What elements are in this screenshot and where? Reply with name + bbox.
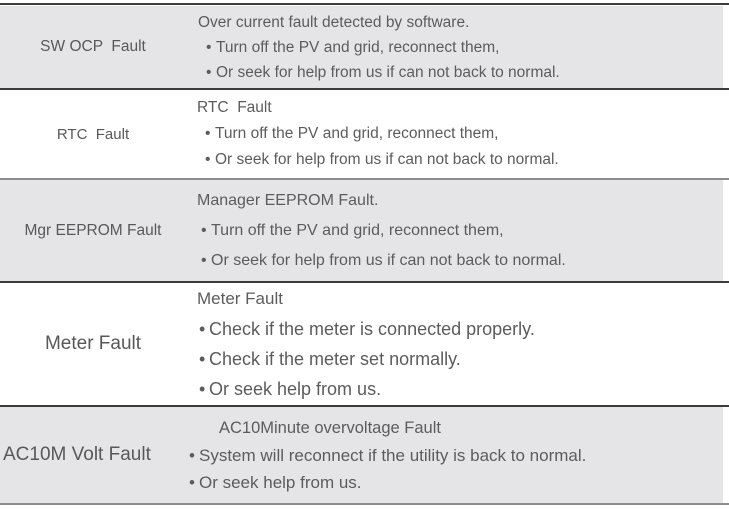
fault-name-cell: AC10M Volt Fault (3, 444, 151, 465)
bullet-dot-icon: • (201, 251, 207, 269)
row-divider (0, 405, 729, 407)
fault-name-cell: RTC Fault (56, 125, 130, 143)
fault-description-cell: Over current fault detected by software.… (186, 6, 729, 88)
table-bottom-rule (0, 503, 729, 505)
row-background (0, 6, 723, 88)
fault-bullet: • Or seek for help from us if can not ba… (201, 246, 729, 276)
bullet-dot-icon: • (199, 349, 206, 369)
row-background (0, 283, 723, 405)
table-row: SW OCP Fault Over current fault detected… (0, 6, 729, 88)
row-background (0, 180, 723, 281)
row-divider (0, 281, 729, 283)
fault-description-cell: RTC Fault • Turn off the PV and grid, re… (186, 90, 729, 178)
fault-heading: Meter Fault (197, 289, 283, 308)
fault-bullet: • Or seek help from us. (199, 374, 729, 404)
fault-description-cell: Meter Fault • Check if the meter is conn… (186, 283, 729, 405)
fault-description-cell: AC10Minute overvoltage Fault • System wi… (186, 407, 729, 503)
fault-bullet: • Or seek for help from us if can not ba… (205, 147, 729, 173)
bullet-dot-icon: • (206, 38, 212, 56)
table-row: Meter Fault Meter Fault • Check if the m… (0, 283, 729, 405)
row-divider (0, 178, 729, 180)
bullet-dot-icon: • (189, 472, 195, 492)
fault-heading: RTC Fault (197, 99, 272, 116)
fault-description-cell: Manager EEPROM Fault. • Turn off the PV … (186, 180, 729, 281)
table-row: Mgr EEPROM Fault Manager EEPROM Fault. •… (0, 180, 729, 281)
fault-bullet: • Check if the meter is connected proper… (199, 314, 729, 344)
bullet-dot-icon: • (205, 151, 211, 168)
fault-bullet-text: Turn off the PV and grid, reconnect them… (215, 125, 499, 142)
fault-bullet: • System will reconnect if the utility i… (189, 442, 729, 469)
fault-name-cell: Mgr EEPROM Fault (24, 221, 162, 239)
fault-bullet-text: Turn off the PV and grid, reconnect them… (216, 38, 500, 56)
fault-bullet: • Turn off the PV and grid, reconnect th… (205, 121, 729, 147)
fault-bullet: • Or seek help from us. (189, 469, 729, 496)
row-divider (0, 88, 729, 90)
fault-heading: Manager EEPROM Fault. (197, 191, 379, 209)
bullet-dot-icon: • (199, 319, 206, 339)
fault-bullet-text: Or seek help from us. (209, 379, 382, 399)
fault-name-cell: Meter Fault (44, 333, 142, 354)
table-top-rule (0, 3, 729, 5)
fault-bullet: • Check if the meter set normally. (199, 344, 729, 374)
fault-heading: Over current fault detected by software. (198, 13, 470, 31)
fault-bullet: • Turn off the PV and grid, reconnect th… (201, 216, 729, 246)
bullet-dot-icon: • (205, 125, 211, 142)
fault-bullet-text: Or seek for help from us if can not back… (215, 151, 559, 168)
fault-bullet: • Or seek for help from us if can not ba… (206, 60, 729, 85)
bullet-dot-icon: • (201, 221, 207, 239)
bullet-dot-icon: • (189, 445, 195, 465)
table-row: RTC Fault RTC Fault • Turn off the PV an… (0, 90, 729, 178)
fault-bullet-text: System will reconnect if the utility is … (199, 445, 587, 465)
fault-bullet-text: Or seek for help from us if can not back… (211, 251, 566, 269)
fault-bullet-text: Check if the meter is connected properly… (209, 319, 535, 339)
row-background (0, 407, 723, 503)
bullet-dot-icon: • (206, 63, 212, 81)
fault-heading: AC10Minute overvoltage Fault (219, 418, 441, 437)
fault-bullet: • Turn off the PV and grid, reconnect th… (206, 35, 729, 60)
row-background (0, 90, 723, 178)
fault-name-cell: SW OCP Fault (40, 38, 146, 55)
fault-bullet-text: Or seek help from us. (199, 472, 362, 492)
bullet-dot-icon: • (199, 379, 206, 399)
fault-bullet-text: Or seek for help from us if can not back… (216, 63, 560, 81)
fault-bullet-text: Check if the meter set normally. (209, 349, 461, 369)
fault-bullet-text: Turn off the PV and grid, reconnect them… (211, 221, 504, 239)
table-row: AC10M Volt Fault AC10Minute overvoltage … (0, 407, 729, 503)
